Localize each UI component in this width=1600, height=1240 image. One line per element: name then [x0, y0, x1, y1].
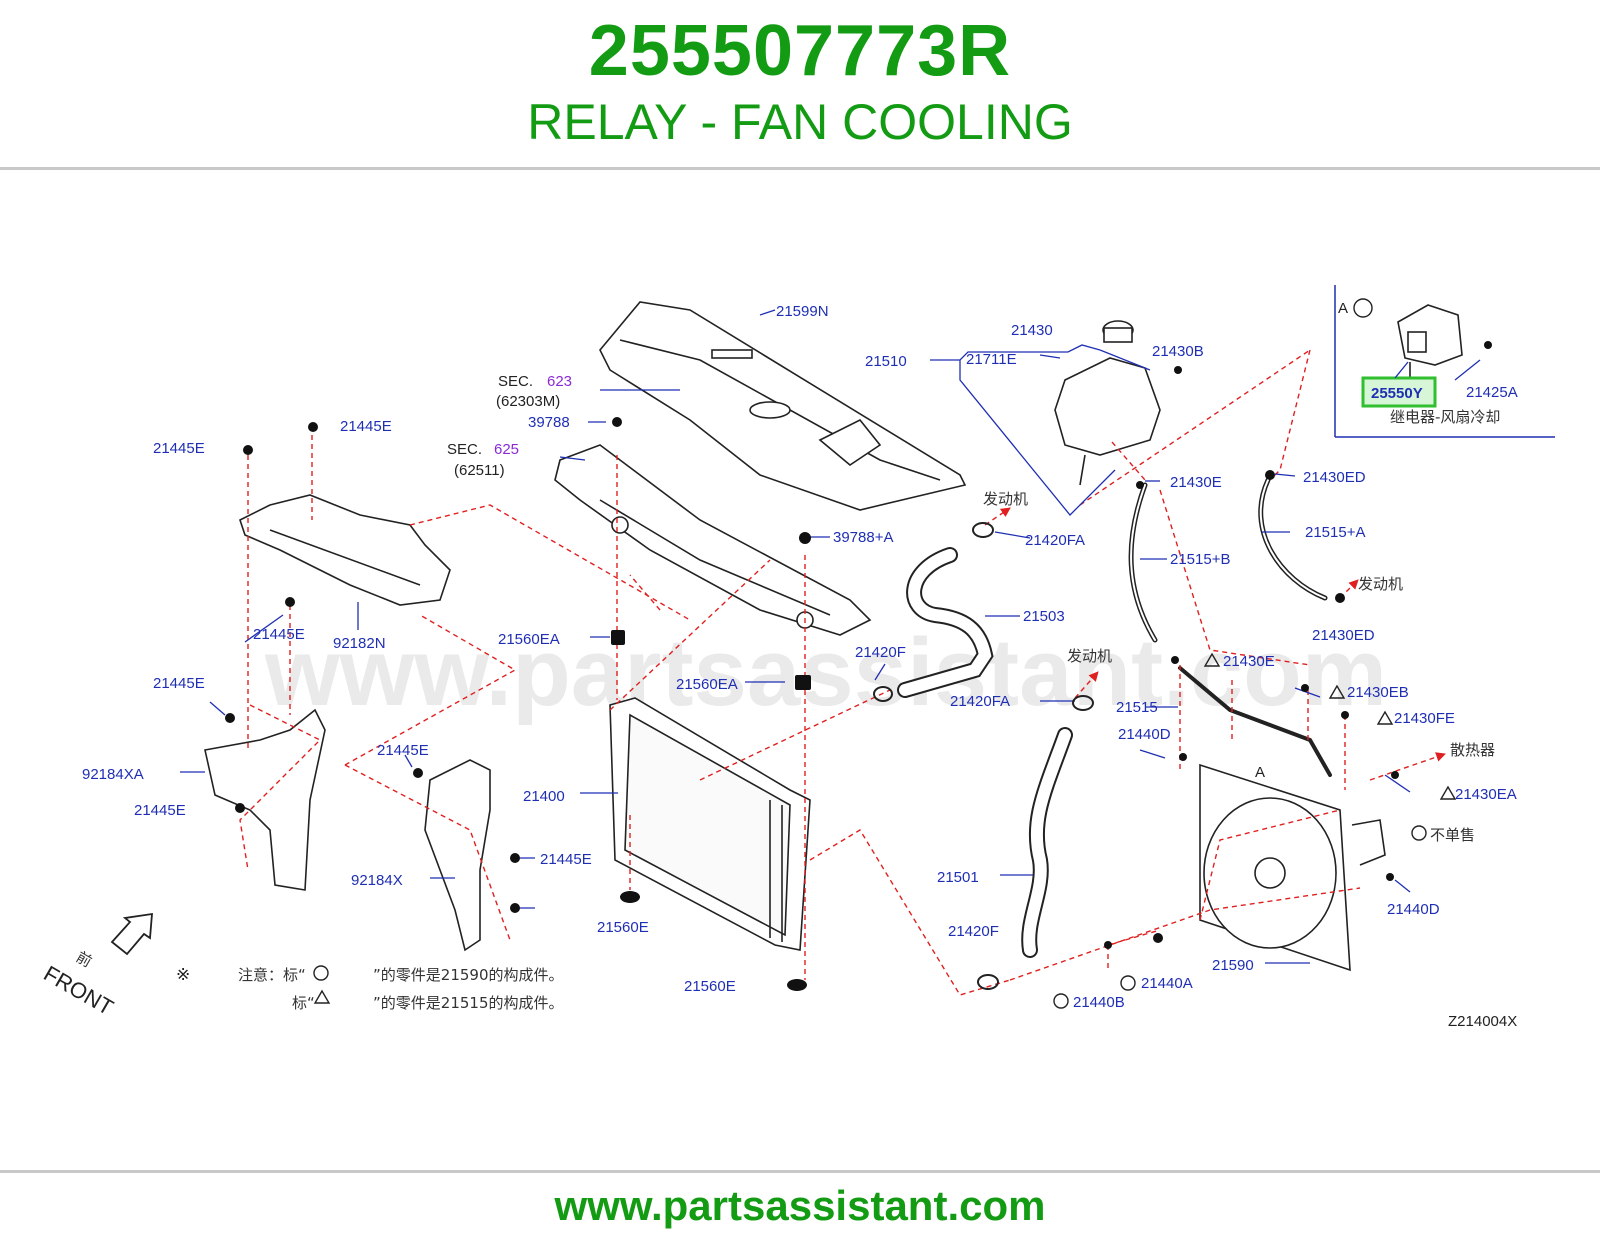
front-label: FRONT	[40, 961, 118, 1021]
part-callout-21425a[interactable]: 21425A	[1466, 384, 1518, 401]
part-callout-21590[interactable]: 21590	[1212, 957, 1254, 974]
part-callout-21599n[interactable]: 21599N	[776, 303, 829, 320]
footer-url[interactable]: www.partsassistant.com	[554, 1182, 1046, 1229]
note-markers	[313, 298, 1457, 1009]
part-callout-21440b[interactable]: 21440B	[1073, 994, 1125, 1011]
note-mark: ※	[176, 965, 190, 984]
radiator-core-support-upper	[554, 444, 872, 636]
relay-description: 继电器-风扇冷却	[1390, 408, 1500, 426]
sec-623-sub: (62303M)	[496, 393, 560, 410]
part-callout-21430ea[interactable]: 21430EA	[1455, 786, 1517, 803]
highlight-box	[1361, 376, 1437, 408]
leader-lines	[180, 309, 1481, 964]
note-line2-prefix: 标“	[292, 994, 315, 1012]
sec-625-prefix: SEC.	[447, 441, 482, 458]
inset-marker-a: A	[1338, 300, 1348, 317]
front-arrow-icon	[110, 912, 153, 956]
part-callout-21400[interactable]: 21400	[523, 788, 565, 805]
part-callout-25550y[interactable]: 25550Y	[1371, 385, 1423, 402]
watermark-text: www.partsassistant.com	[264, 619, 1387, 726]
part-callout-21445e[interactable]: 21445E	[153, 675, 205, 692]
hose-clamps	[873, 522, 1094, 990]
header-divider	[0, 167, 1600, 170]
sec-623-link[interactable]: 623	[547, 373, 572, 390]
sec-625-sub: (62511)	[454, 462, 505, 479]
part-number: 255507773R	[588, 11, 1012, 91]
note-line1-prefix: 注意：标“	[238, 966, 306, 984]
part-callout-21440d[interactable]: 21440D	[1387, 901, 1440, 918]
sec-625-link[interactable]: 625	[494, 441, 519, 458]
part-callout-21501[interactable]: 21501	[937, 869, 979, 886]
note-line2-suffix: ”的零件是21515的构成件。	[373, 994, 564, 1012]
assembly-dashes	[239, 349, 1361, 996]
part-callout-21560e[interactable]: 21560E	[684, 978, 736, 995]
part-callout-21445e[interactable]: 21445E	[540, 851, 592, 868]
part-callout-21445e[interactable]: 21445E	[377, 742, 429, 759]
part-callout-21430b[interactable]: 21430B	[1152, 343, 1204, 360]
part-callout-39788-a[interactable]: 39788+A	[833, 529, 893, 546]
engine-label-2: 发动机	[1067, 647, 1112, 665]
part-callout-21560ea[interactable]: 21560EA	[498, 631, 560, 648]
part-callout-21445e[interactable]: 21445E	[340, 418, 392, 435]
part-callout-21711e[interactable]: 21711E	[966, 351, 1017, 368]
part-callout-21445e[interactable]: 21445E	[253, 626, 305, 643]
part-callout-21430ed[interactable]: 21430ED	[1303, 469, 1366, 486]
part-callout-21430e[interactable]: 21430E	[1223, 653, 1275, 670]
fasteners	[225, 341, 1492, 991]
part-callout-21430eb[interactable]: 21430EB	[1347, 684, 1409, 701]
part-callout-39788[interactable]: 39788	[528, 414, 570, 431]
part-callout-21515[interactable]: 21515	[1116, 699, 1158, 716]
radiator-label: 散热器	[1450, 741, 1495, 759]
part-callout-21430ed[interactable]: 21430ED	[1312, 627, 1375, 644]
front-cn-label: 前	[73, 948, 95, 971]
fan-shroud-assembly	[1199, 763, 1386, 972]
sec-623-prefix: SEC.	[498, 373, 533, 390]
inset-frame	[1334, 285, 1555, 438]
figure-code: Z214004X	[1448, 1013, 1517, 1030]
part-callout-92184xa[interactable]: 92184XA	[82, 766, 144, 783]
part-callout-21515-a[interactable]: 21515+A	[1305, 524, 1365, 541]
footer-divider	[0, 1170, 1600, 1173]
part-callout-92182n[interactable]: 92182N	[333, 635, 386, 652]
part-callout-21440d[interactable]: 21440D	[1118, 726, 1171, 743]
part-callout-21440a[interactable]: 21440A	[1141, 975, 1193, 992]
part-callout-21420f[interactable]: 21420F	[948, 923, 999, 940]
radiator-assembly	[609, 697, 811, 951]
upper-radiator-cover	[599, 301, 967, 511]
not-sold-label: 不单售	[1430, 826, 1475, 844]
shroud-marker-a: A	[1255, 764, 1265, 781]
part-callout-21430fe[interactable]: 21430FE	[1394, 710, 1455, 727]
part-callout-21420f[interactable]: 21420F	[855, 644, 906, 661]
part-callout-92184x[interactable]: 92184X	[351, 872, 403, 889]
part-callout-21430e[interactable]: 21430E	[1170, 474, 1222, 491]
note-line1-suffix: ”的零件是21590的构成件。	[373, 966, 564, 984]
part-callout-21560e[interactable]: 21560E	[597, 919, 649, 936]
part-callout-21510[interactable]: 21510	[865, 353, 907, 370]
part-callout-21445e[interactable]: 21445E	[153, 440, 205, 457]
part-callouts: 21599N 21510 21430 21711E 21430B 21425A 25550Y…	[82, 303, 1518, 1011]
side-air-guide-left	[204, 708, 326, 891]
part-callout-21445e[interactable]: 21445E	[134, 802, 186, 819]
exploded-view-svg: www.partsassistant.com	[40, 285, 1555, 1030]
engine-label-3: 发动机	[1358, 575, 1403, 593]
page-header: 255507773R RELAY - FAN COOLING	[0, 0, 1600, 170]
part-callout-21515-b[interactable]: 21515+B	[1170, 551, 1230, 568]
upper-shroud-bracket	[239, 494, 451, 606]
part-callout-21420fa[interactable]: 21420FA	[1025, 532, 1085, 549]
reservoir-tank	[1054, 320, 1161, 486]
engine-label-1: 发动机	[983, 490, 1028, 508]
side-air-guide-right	[424, 759, 491, 952]
part-title: RELAY - FAN COOLING	[527, 94, 1073, 150]
parts-diagram: www.partsassistant.com	[0, 270, 1600, 1080]
part-callout-21560ea[interactable]: 21560EA	[676, 676, 738, 693]
relay-fan-cooling-inset	[1397, 304, 1463, 378]
part-callout-21503[interactable]: 21503	[1023, 608, 1065, 625]
part-callout-21420fa[interactable]: 21420FA	[950, 693, 1010, 710]
part-callout-21430[interactable]: 21430	[1011, 322, 1053, 339]
